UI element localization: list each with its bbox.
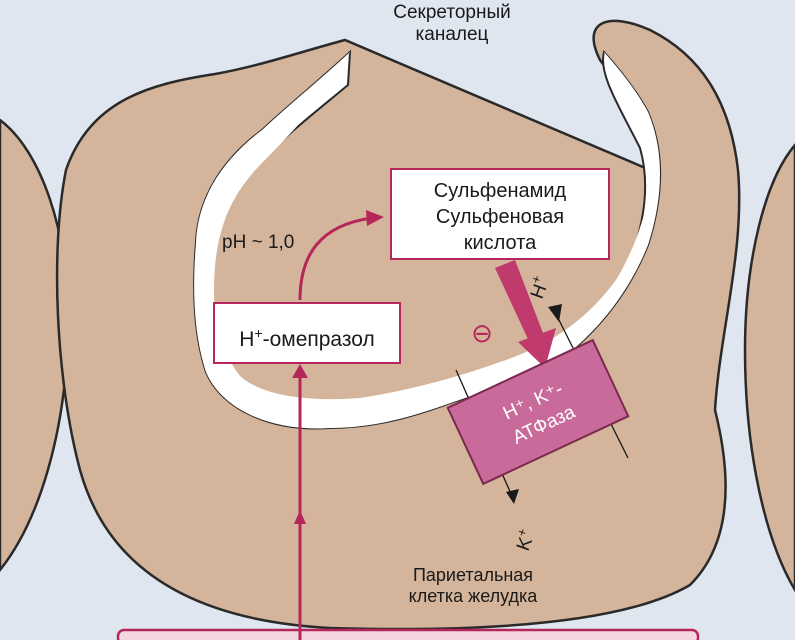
omeprazole-rest: -омепразол: [262, 328, 375, 351]
canal-label-line2: каналец: [415, 23, 489, 45]
atpase-enzyme: H⁺, K⁺- АТФаза: [446, 338, 630, 486]
entry-arrow-head-lower: [294, 510, 306, 524]
canal-label: Секреторный каналец: [352, 2, 552, 46]
cell-label: Париетальная клетка желудка: [368, 565, 578, 606]
proton-out-h: H: [527, 282, 551, 302]
entry-arrow-head: [292, 364, 308, 378]
bottom-bar: [116, 628, 700, 640]
sulfen-line3: кислота: [463, 232, 537, 254]
ph-label: pH ~ 1,0: [222, 232, 295, 253]
inhibition-arrow-head: [518, 328, 556, 368]
inhibition-symbol: ⊖: [471, 319, 493, 349]
neighbor-cell-right: [743, 143, 795, 593]
canal-label-line1: Секреторный: [393, 2, 511, 23]
cell-label-line2: клетка желудка: [408, 585, 538, 606]
h-arrow-head: [548, 304, 562, 322]
omeprazole-h: H: [239, 328, 255, 351]
activation-arrow-head: [366, 210, 384, 226]
sulfen-line2: Сульфеновая: [435, 206, 565, 228]
cell-label-line1: Париетальная: [412, 565, 534, 585]
k-arrow-head: [506, 489, 519, 504]
sulfen-line1: Сульфенамид: [433, 180, 567, 202]
lumen-interior: [194, 52, 660, 429]
sulfenamide-box: Сульфенамид Сульфеновая кислота: [390, 168, 610, 260]
inhibition-arrow: [495, 260, 548, 352]
activation-arrow-line: [298, 216, 373, 301]
neighbor-cell-left: [0, 118, 70, 573]
omeprazole-sup: +: [254, 325, 263, 341]
omeprazole-box: H+-омепразол: [213, 302, 401, 364]
